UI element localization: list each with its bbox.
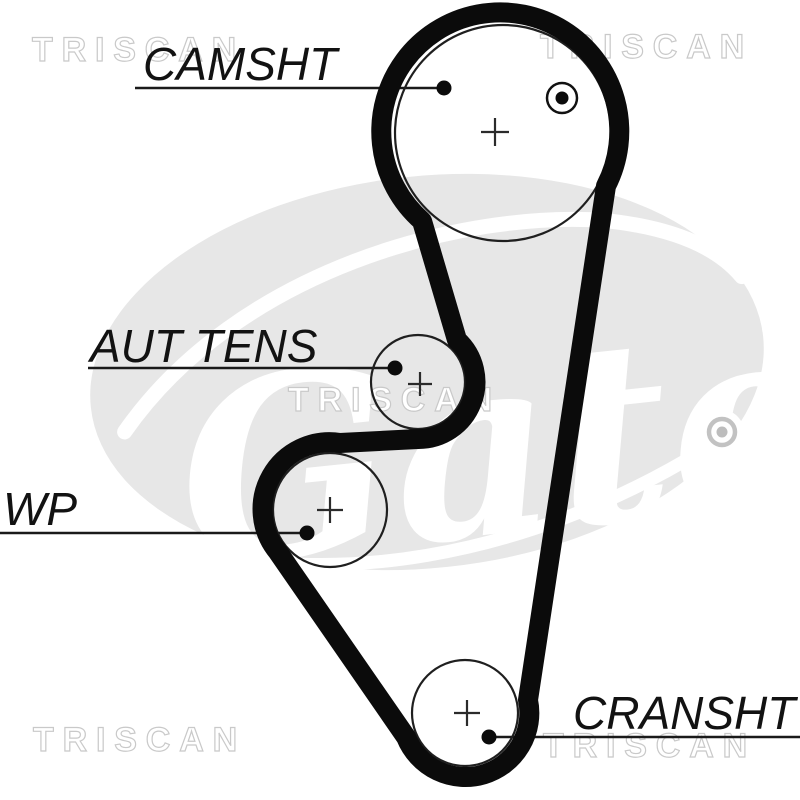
leader-dot-camshaft [436,80,452,96]
watermark-triscan-top-left: TRISCAN [31,31,245,69]
camshaft-center-cross [481,118,509,146]
timing-mark-dot [555,91,569,105]
crankshaft-center-cross [454,700,480,726]
registered-mark-icon [700,410,744,454]
label-tensioner: AUT TENS [90,320,318,372]
crankshaft-pulley-circle [410,658,520,768]
label-water-pump: WP [3,483,78,535]
leader-dot-crankshaft [481,729,497,745]
belt-path [252,2,630,787]
watermark-triscan-bottom-left: TRISCAN [32,721,246,759]
leader-dot-water-pump [299,525,315,541]
label-camshaft: CAMSHT [143,38,338,90]
gates-logo-flourish-top [117,211,750,440]
leader-dot-tensioner [387,360,403,376]
water-pump-center-cross [317,497,343,523]
gates-logo-flourish-bottom [180,445,707,572]
water-pump-pulley-circle [271,451,389,569]
watermark-triscan-bottom-right: TRISCAN [542,727,756,765]
label-crankshaft: CRANSHT [573,687,796,739]
tensioner-pulley-circle [369,333,467,431]
tensioner-center-cross [408,372,432,396]
timing-mark-circle [545,81,579,115]
